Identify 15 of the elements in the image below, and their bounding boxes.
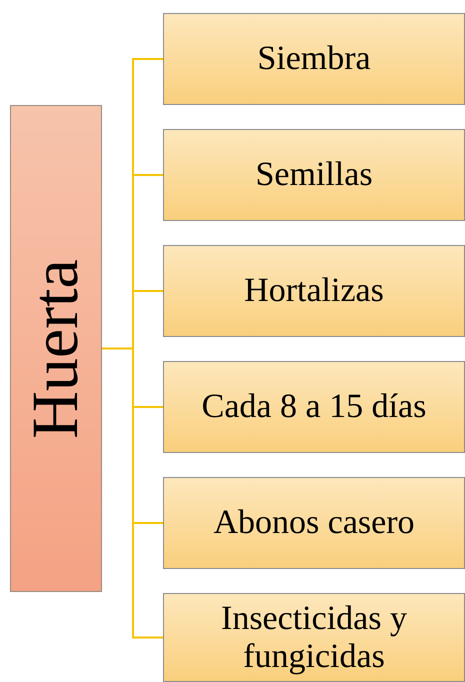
topic-label: Hortalizas <box>243 272 385 310</box>
topic-label: Siembra <box>256 40 372 78</box>
topic-box <box>163 13 465 105</box>
root-title: Huerta <box>23 258 89 438</box>
topic-label: Cada 8 a 15 días <box>200 388 428 426</box>
topic-label: Abonos casero <box>212 504 416 542</box>
topic-box <box>163 593 465 682</box>
connector-line <box>102 348 163 638</box>
root-box <box>10 105 102 592</box>
topic-label: Semillas <box>254 156 374 194</box>
topic-label: Insecticidas y fungicidas <box>220 600 408 676</box>
topic-box <box>163 245 465 337</box>
topic-box <box>163 477 465 569</box>
topic-box <box>163 361 465 453</box>
topic-box <box>163 129 465 221</box>
